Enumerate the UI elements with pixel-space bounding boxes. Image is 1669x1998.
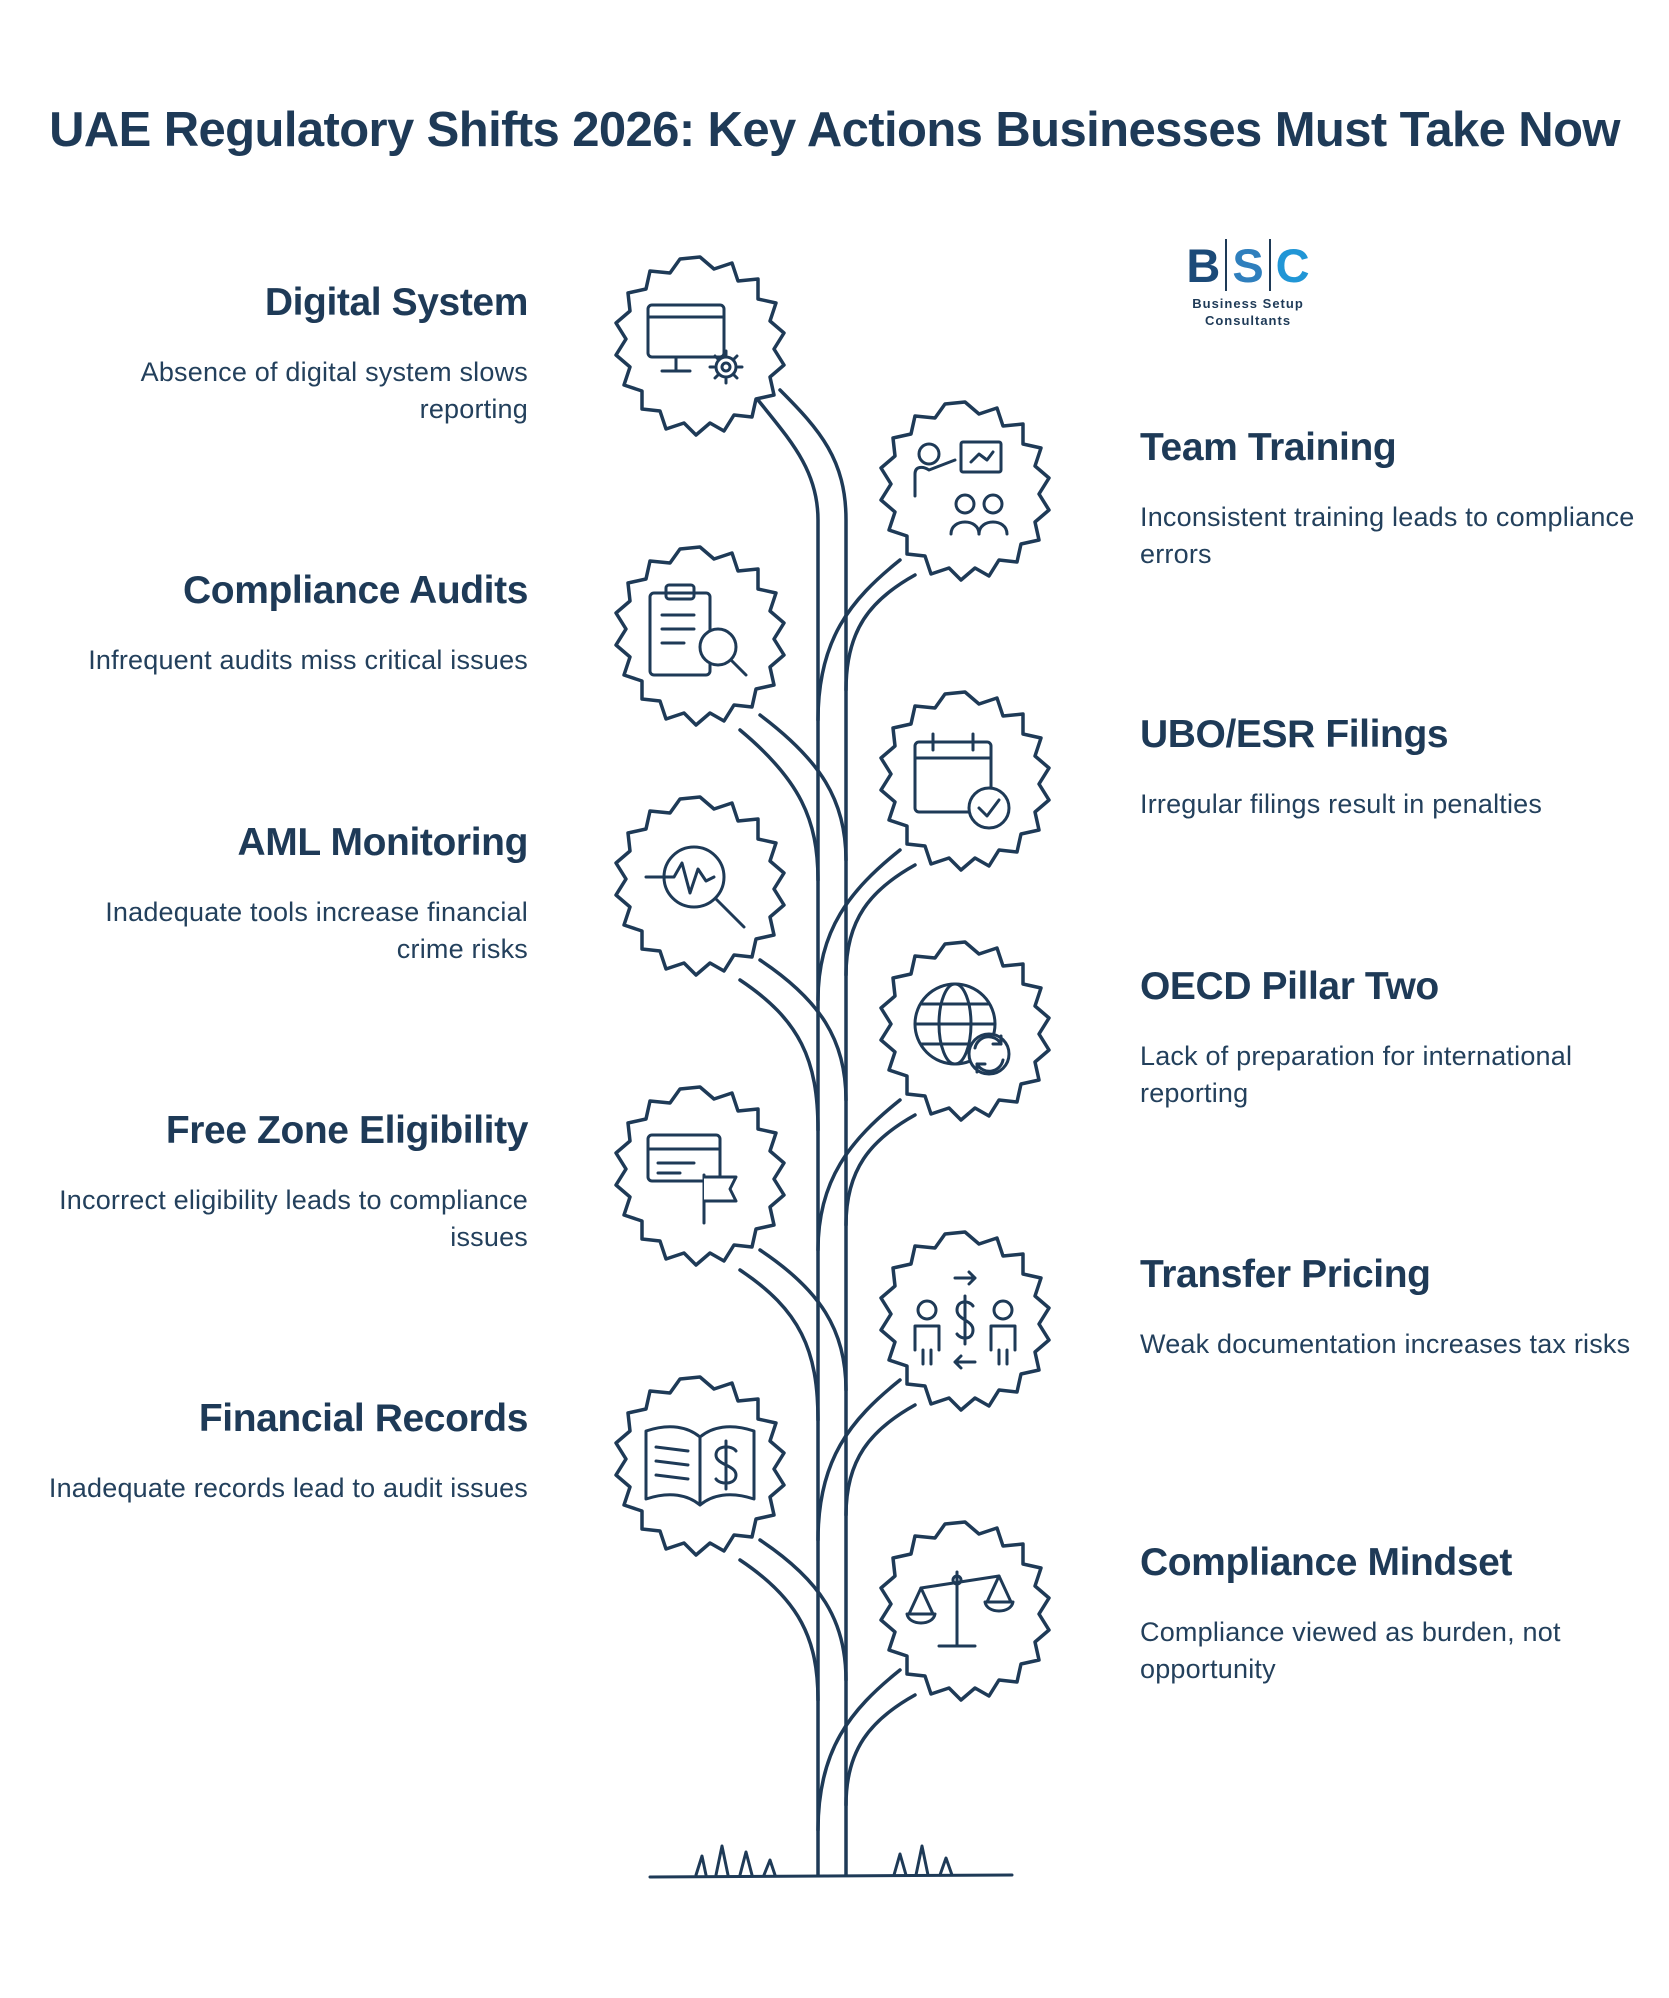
item-team-training: Team Training Inconsistent training lead… (1140, 425, 1640, 573)
card-flag-icon (646, 1133, 738, 1225)
item-title: OECD Pillar Two (1140, 965, 1439, 1008)
item-title: Compliance Audits (183, 569, 528, 612)
leaf-oecd-pillar-two (879, 940, 1051, 1122)
item-text: Absence of digital system slows reportin… (140, 357, 528, 424)
leaf-compliance-audits (614, 545, 786, 727)
right-branches (816, 558, 917, 1832)
leaf-digital-system (614, 255, 786, 437)
item-text: Compliance viewed as burden, not opportu… (1140, 1617, 1561, 1684)
item-text: Weak documentation increases tax risks (1140, 1329, 1631, 1359)
item-text: Infrequent audits miss critical issues (88, 645, 528, 675)
bsc-logo: B S C Business Setup Consultants (1178, 236, 1318, 328)
item-text: Inadequate tools increase financial crim… (105, 897, 528, 964)
item-title: UBO/ESR Filings (1140, 713, 1449, 756)
logo-divider (1225, 239, 1228, 291)
presenter-team-icon (913, 440, 1009, 536)
logo-line-1: Business Setup (1192, 296, 1304, 311)
item-ubo-esr-filings: UBO/ESR Filings Irregular filings result… (1140, 712, 1640, 823)
item-text: Irregular filings result in penalties (1140, 789, 1543, 819)
item-text: Incorrect eligibility leads to complianc… (59, 1185, 528, 1252)
item-text: Lack of preparation for international re… (1140, 1041, 1573, 1108)
item-text: Inconsistent training leads to complianc… (1140, 502, 1635, 569)
logo-line-2: Consultants (1204, 313, 1292, 328)
calendar-check-icon (913, 732, 1011, 830)
item-title: Team Training (1140, 426, 1397, 469)
item-title: AML Monitoring (237, 821, 529, 864)
tree-trunk (756, 388, 848, 1877)
item-compliance-audits: Compliance Audits Infrequent audits miss… (38, 568, 528, 679)
globe-refresh-icon (913, 982, 1011, 1076)
leaf-aml-monitoring (614, 795, 786, 977)
logo-divider (1268, 239, 1271, 291)
monitor-gear-icon (646, 303, 744, 385)
leaf-transfer-pricing (879, 1230, 1051, 1412)
people-exchange-icon (913, 1270, 1017, 1370)
page-title: UAE Regulatory Shifts 2026: Key Actions … (49, 103, 1620, 157)
leaf-team-training (879, 400, 1051, 582)
left-branches (738, 713, 848, 1702)
item-title: Transfer Pricing (1140, 1253, 1431, 1296)
item-oecd-pillar-two: OECD Pillar Two Lack of preparation for … (1140, 964, 1640, 1112)
logo-letter-c: C (1275, 238, 1310, 292)
item-financial-records: Financial Records Inadequate records lea… (38, 1396, 529, 1507)
leaf-ubo-esr-filings (879, 690, 1051, 872)
leaf-financial-records (614, 1375, 786, 1557)
magnifier-pulse-icon (644, 845, 746, 929)
item-digital-system: Digital System Absence of digital system… (38, 280, 529, 428)
item-title: Financial Records (198, 1397, 529, 1440)
item-title: Free Zone Eligibility (165, 1109, 529, 1152)
logo-letter-b: B (1186, 238, 1221, 292)
item-compliance-mindset: Compliance Mindset Compliance viewed as … (1140, 1540, 1640, 1688)
item-text: Inadequate records lead to audit issues (48, 1473, 528, 1503)
logo-letters: B S C (1178, 236, 1318, 294)
item-free-zone-eligibility: Free Zone Eligibility Incorrect eligibil… (38, 1108, 528, 1256)
clipboard-search-icon (648, 583, 748, 677)
item-title: Digital System (264, 281, 529, 324)
ground-grass (648, 1844, 1014, 1879)
balance-scale-icon (905, 1570, 1015, 1648)
item-title: Compliance Mindset (1140, 1541, 1513, 1584)
leaf-free-zone-eligibility (614, 1085, 786, 1267)
ledger-dollar-icon (644, 1425, 756, 1507)
item-transfer-pricing: Transfer Pricing Weak documentation incr… (1140, 1252, 1640, 1363)
leaf-compliance-mindset (879, 1520, 1051, 1702)
item-aml-monitoring: AML Monitoring Inadequate tools increase… (38, 820, 528, 968)
logo-letter-s: S (1232, 238, 1264, 292)
